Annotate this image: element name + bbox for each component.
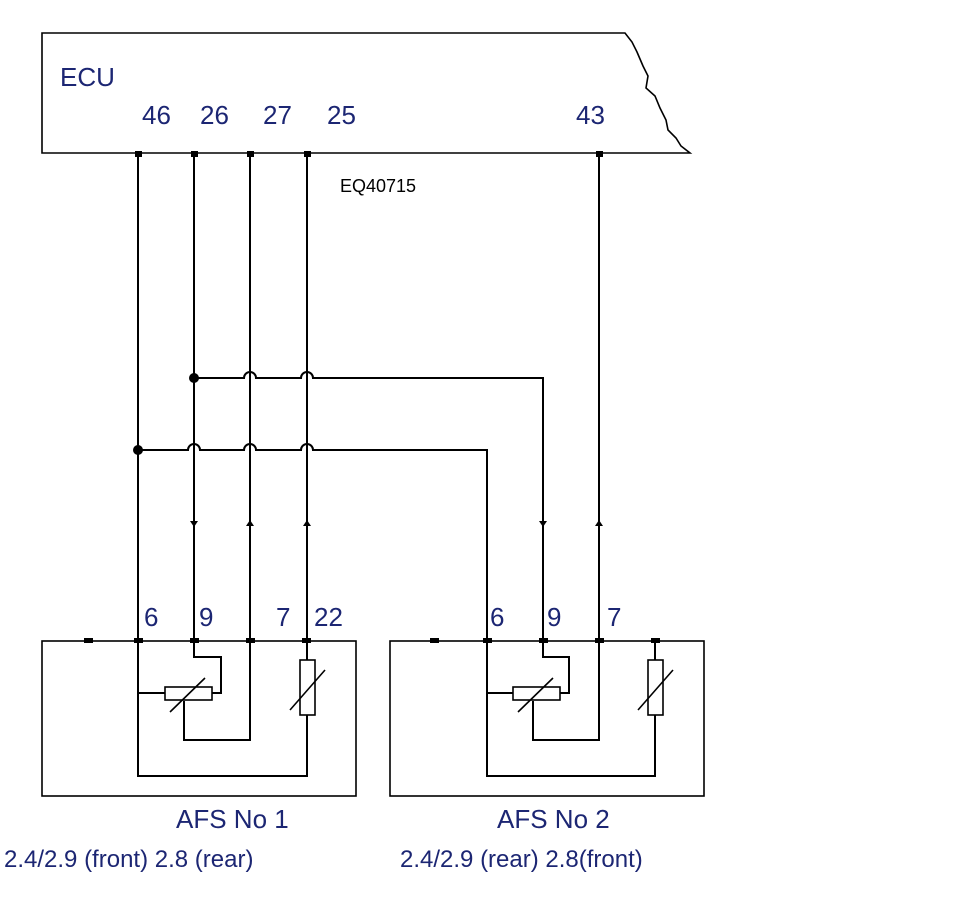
afs1-pin-9: 9 [199, 602, 213, 632]
ecu-label: ECU [60, 62, 115, 92]
afs1-caption: 2.4/2.9 (front) 2.8 (rear) [4, 846, 253, 873]
junction-dot [133, 445, 143, 455]
afs2-pin-9: 9 [547, 602, 561, 632]
afs1-pin-7: 7 [276, 602, 290, 632]
ecu-pin-43: 43 [576, 100, 605, 130]
afs2-caption: 2.4/2.9 (rear) 2.8(front) [400, 846, 643, 873]
ecu-pin-27: 27 [263, 100, 292, 130]
ecu-pin-26: 26 [200, 100, 229, 130]
signal-arrows [190, 520, 603, 527]
ecu-block [41, 32, 693, 154]
afs2-sensor [389, 638, 705, 797]
junction-dot [189, 373, 199, 383]
wire-cross-26-to-afs2-9 [194, 371, 544, 640]
ecu-pin-46: 46 [142, 100, 171, 130]
drawing-code: EQ40715 [340, 176, 416, 196]
afs2-name: AFS No 2 [497, 804, 610, 834]
afs1-terminals [84, 638, 311, 643]
afs1-name: AFS No 1 [176, 804, 289, 834]
afs1-sensor [41, 638, 357, 797]
afs2-pin-7: 7 [607, 602, 621, 632]
afs2-variable-resistor [647, 659, 664, 716]
afs1-pin-6: 6 [144, 602, 158, 632]
ecu-terminals [135, 151, 603, 157]
afs2-pin-6: 6 [490, 602, 504, 632]
afs2-terminals [430, 638, 660, 643]
wire-cross-46-to-afs2-6 [138, 443, 488, 640]
ecu-pin-25: 25 [327, 100, 356, 130]
afs1-variable-resistor [299, 659, 316, 716]
afs1-pin-22: 22 [314, 602, 343, 632]
